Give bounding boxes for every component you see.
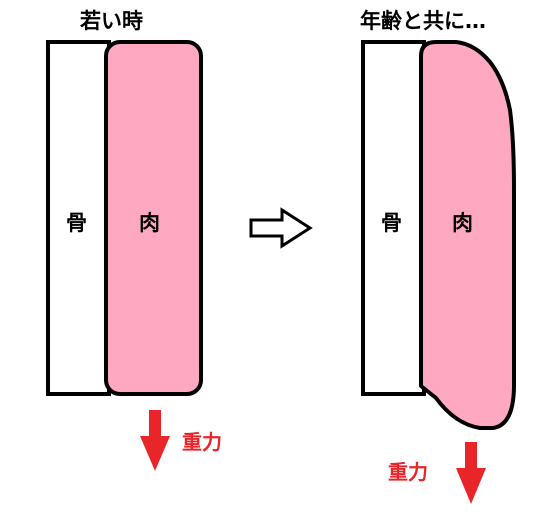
aged-title: 年齢と共に… (360, 9, 486, 33)
aged-gravity-arrow-icon (456, 442, 486, 504)
transition-arrow-icon (249, 207, 313, 249)
young-flesh (104, 40, 203, 396)
young-bone-label: 骨 (66, 211, 87, 235)
young-bone (46, 40, 111, 396)
young-panel (46, 40, 203, 471)
aged-gravity-label: 重力 (388, 460, 428, 484)
young-title: 若い時 (80, 9, 143, 33)
young-gravity-label: 重力 (182, 430, 222, 454)
young-gravity-arrow-icon (140, 410, 170, 471)
aged-flesh (419, 40, 516, 430)
aged-bone-label: 骨 (381, 211, 402, 235)
aged-flesh-label: 肉 (452, 211, 473, 235)
aged-panel (361, 40, 516, 504)
young-flesh-label: 肉 (139, 211, 160, 235)
